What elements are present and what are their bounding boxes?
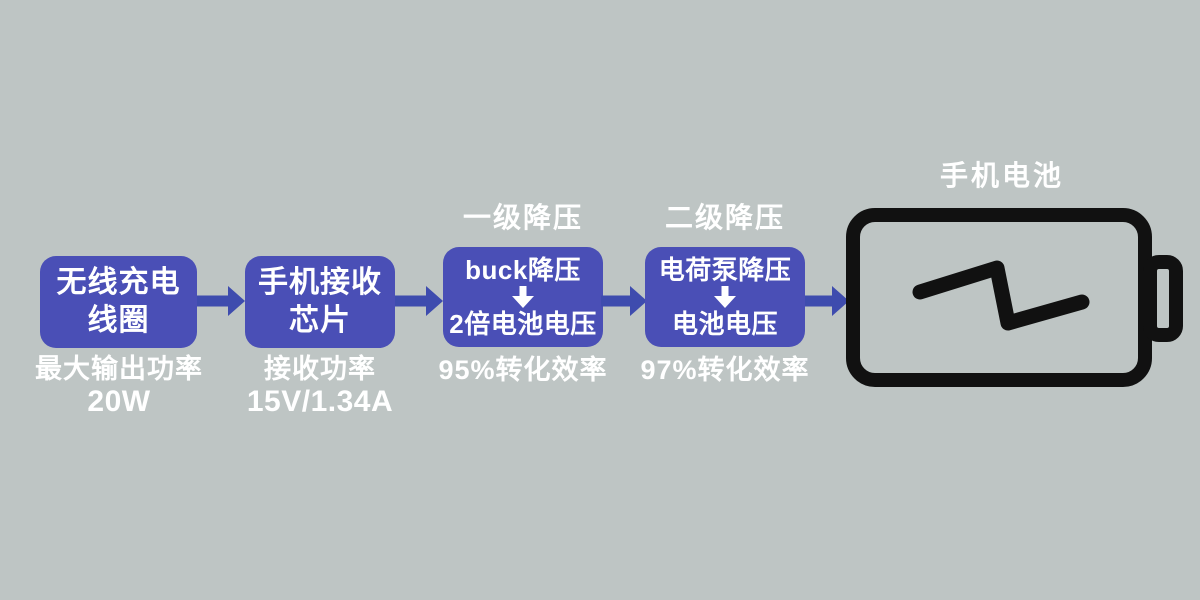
right-arrow-icon	[601, 286, 647, 316]
battery-with-lightning-bolt-icon	[840, 198, 1190, 398]
node-charge-pump-input-label: 电荷泵降压	[658, 255, 792, 285]
battery-title: 手机电池	[939, 160, 1064, 191]
node-wireless-coil-label-line2: 线圈	[87, 304, 150, 337]
caption-receiver-chip-value: 15V/1.34A	[246, 385, 394, 418]
node-wireless-coil: 无线充电 线圈	[40, 256, 197, 348]
caption-receiver-chip: 接收功率 15V/1.34A	[220, 354, 420, 418]
right-arrow-icon	[805, 286, 849, 316]
right-arrow-icon	[197, 286, 245, 316]
stage2-title: 二级降压	[664, 202, 785, 233]
node-receiver-chip-label-line1: 手机接收	[258, 266, 382, 299]
node-charge-pump: 电荷泵降压 电池电压	[645, 247, 805, 347]
node-buck-converter-output-label: 2倍电池电压	[449, 309, 597, 339]
node-wireless-coil-label-line1: 无线充电	[56, 266, 181, 299]
down-arrow-icon	[511, 286, 535, 308]
node-receiver-chip-label-line2: 芯片	[289, 304, 351, 337]
node-buck-converter: buck降压 2倍电池电压	[443, 247, 603, 347]
right-arrow-icon	[395, 286, 443, 316]
node-buck-converter-input-label: buck降压	[465, 255, 581, 285]
node-receiver-chip: 手机接收 芯片	[245, 256, 395, 348]
caption-buck-efficiency: 95%转化效率	[438, 355, 608, 385]
caption-receiver-chip-label: 接收功率	[264, 354, 376, 384]
caption-wireless-coil-value: 20W	[87, 385, 151, 418]
node-charge-pump-output-label: 电池电压	[671, 309, 778, 339]
caption-wireless-coil: 最大输出功率 20W	[8, 354, 230, 418]
caption-charge-pump-efficiency: 97%转化效率	[640, 355, 810, 385]
down-arrow-icon	[713, 286, 737, 308]
stage1-title: 一级降压	[462, 202, 583, 233]
caption-wireless-coil-label: 最大输出功率	[35, 354, 203, 384]
